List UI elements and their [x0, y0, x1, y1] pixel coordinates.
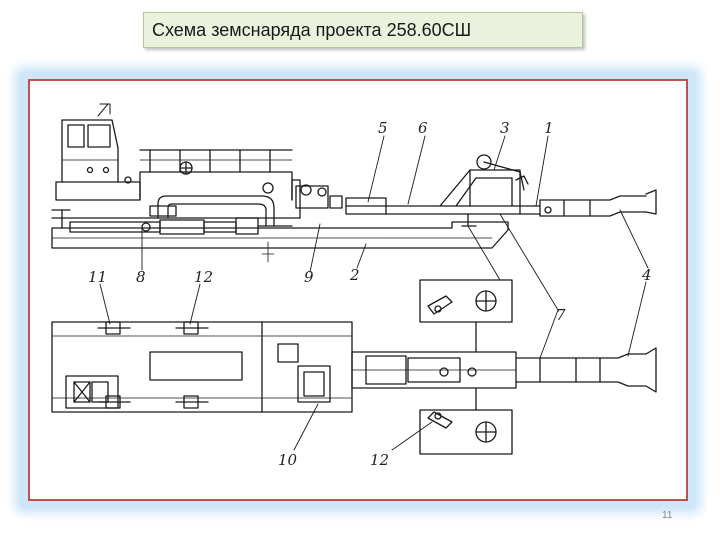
plan-view [51, 279, 657, 455]
callout-6: 6 [418, 119, 428, 137]
deckhouse [139, 149, 301, 219]
ladder-gantry [385, 154, 541, 227]
diagram-frame [28, 79, 688, 501]
slide-title-box: Схема земснаряда проекта 258.60СШ [143, 12, 583, 48]
callout-1: 1 [544, 119, 554, 137]
callout-7: 7 [556, 306, 566, 324]
callout-10: 10 [278, 451, 298, 469]
side-hull [51, 221, 509, 249]
callout-2: 2 [349, 266, 360, 284]
upper-side-pontoon [419, 279, 513, 323]
engine-pipeline [69, 217, 293, 235]
callout-11: 11 [88, 268, 107, 286]
callout-labels: 1 3 6 5 2 9 8 11 12 4 7 10 12 [88, 119, 652, 469]
plan-winches [97, 321, 209, 409]
page-number: 11 [662, 510, 673, 521]
callout-8: 8 [136, 268, 146, 286]
lower-side-pontoon [419, 409, 513, 455]
cabin [55, 103, 141, 201]
plan-suction-pipe [515, 347, 657, 393]
callout-9: 9 [304, 268, 314, 286]
callout-5: 5 [378, 119, 388, 137]
winch-unit [295, 184, 387, 215]
callout-12-bottom: 12 [370, 451, 389, 469]
discharge-pipe [149, 195, 275, 227]
plan-hull [51, 321, 353, 413]
leader-lines [99, 135, 649, 451]
slide-title: Схема земснаряда проекта 258.60СШ [152, 20, 472, 40]
callout-4: 4 [641, 266, 652, 284]
callout-3: 3 [500, 119, 510, 137]
suction-cutter [539, 189, 657, 217]
side-view [51, 103, 657, 263]
callout-12-top: 12 [194, 268, 213, 286]
